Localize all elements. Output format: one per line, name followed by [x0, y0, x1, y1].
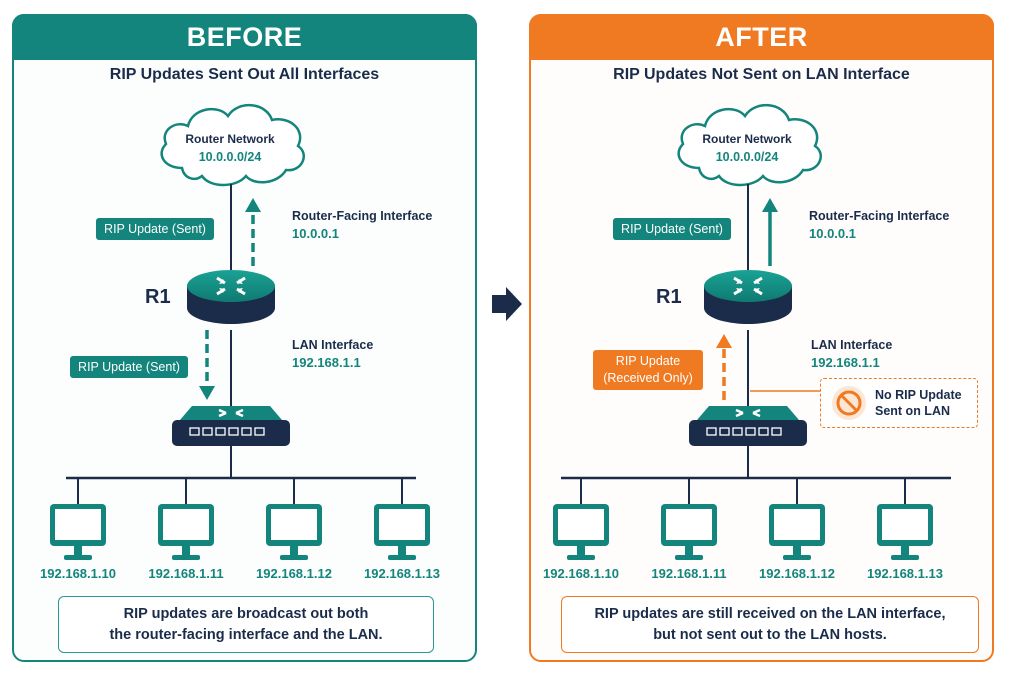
- monitor-icon: [50, 504, 106, 560]
- after-diagram: [553, 103, 951, 560]
- host-ip: 192.168.1.10: [543, 566, 619, 581]
- switch-icon: [689, 406, 807, 446]
- monitor-icon: [877, 504, 933, 560]
- cloud-icon: [677, 103, 822, 187]
- caption-line-1: RIP updates are broadcast out both: [123, 606, 369, 622]
- rip-update-sent-down-label: RIP Update (Sent): [70, 356, 188, 378]
- interface-name: Router-Facing Interface: [809, 209, 950, 223]
- host-ip: 192.168.1.11: [651, 566, 727, 581]
- host-ip: 192.168.1.12: [759, 566, 835, 581]
- router-label: R1: [145, 286, 171, 308]
- host-ip: 192.168.1.12: [256, 566, 332, 581]
- cloud-label: Router Network 10.0.0.0/24: [170, 132, 290, 164]
- cloud-icon: [160, 103, 305, 187]
- received-label-line-1: RIP Update: [615, 354, 681, 368]
- no-rip-update-callout: No RIP Update Sent on LAN: [820, 378, 978, 428]
- monitor-icon: [158, 504, 214, 560]
- monitor-icon: [374, 504, 430, 560]
- rip-up-arrow: [762, 198, 778, 266]
- router-label: R1: [656, 286, 682, 308]
- caption-line-1: RIP updates are still received on the LA…: [594, 606, 946, 622]
- host-ip: 192.168.1.10: [40, 566, 116, 581]
- after-caption: RIP updates are still received on the LA…: [561, 596, 979, 653]
- before-banner: BEFORE: [12, 14, 477, 60]
- host-ip: 192.168.1.13: [867, 566, 943, 581]
- warning-text: No RIP Update Sent on LAN: [875, 387, 962, 419]
- router-facing-interface: Router-Facing Interface 10.0.0.1: [809, 208, 949, 242]
- caption-line-2: but not sent out to the LAN hosts.: [653, 627, 887, 643]
- cloud-ip: 10.0.0.0/24: [715, 150, 779, 164]
- prohibited-icon: [832, 386, 866, 420]
- lan-interface: LAN Interface 192.168.1.1: [292, 337, 373, 371]
- cloud-label: Router Network 10.0.0.0/24: [687, 132, 807, 164]
- interface-name: Router-Facing Interface: [292, 209, 433, 223]
- after-subtitle: RIP Updates Not Sent on LAN Interface: [613, 66, 910, 83]
- monitor-icon: [553, 504, 609, 560]
- host-ip: 192.168.1.11: [148, 566, 224, 581]
- cloud-ip: 10.0.0.0/24: [198, 150, 262, 164]
- switch-icon: [172, 406, 290, 446]
- before-panel: BEFORE RIP Updates Sent Out All Interfac…: [12, 14, 477, 662]
- rip-update-sent-label: RIP Update (Sent): [613, 218, 731, 240]
- host-ip: 192.168.1.13: [364, 566, 440, 581]
- before-subtitle: RIP Updates Sent Out All Interfaces: [109, 66, 380, 83]
- router-facing-interface: Router-Facing Interface 10.0.0.1: [292, 208, 432, 242]
- cloud-name: Router Network: [702, 132, 792, 146]
- interface-ip: 192.168.1.1: [292, 355, 361, 370]
- interface-ip: 10.0.0.1: [809, 226, 856, 241]
- rip-up-arrow: [245, 198, 261, 266]
- received-label-line-2: (Received Only): [603, 371, 693, 385]
- rip-down-arrow: [199, 330, 215, 400]
- rip-update-sent-label: RIP Update (Sent): [96, 218, 214, 240]
- monitor-icon: [266, 504, 322, 560]
- after-banner: AFTER: [529, 14, 994, 60]
- warning-line-1: No RIP Update: [875, 388, 962, 402]
- rip-update-received-label: RIP Update (Received Only): [593, 350, 703, 390]
- router-icon: [704, 270, 792, 324]
- interface-ip: 192.168.1.1: [811, 355, 880, 370]
- monitor-icon: [661, 504, 717, 560]
- cloud-name: Router Network: [185, 132, 275, 146]
- lan-interface: LAN Interface 192.168.1.1: [811, 337, 892, 371]
- interface-name: LAN Interface: [811, 338, 893, 352]
- rip-received-arrow: [716, 334, 732, 400]
- arrow-right-icon: [492, 287, 522, 321]
- after-panel: AFTER RIP Updates Not Sent on LAN Interf…: [529, 14, 994, 662]
- warning-line-2: Sent on LAN: [875, 404, 950, 418]
- interface-ip: 10.0.0.1: [292, 226, 339, 241]
- caption-line-2: the router-facing interface and the LAN.: [109, 627, 383, 643]
- before-caption: RIP updates are broadcast out both the r…: [58, 596, 434, 653]
- router-icon: [187, 270, 275, 324]
- before-diagram: [50, 103, 430, 560]
- monitor-icon: [769, 504, 825, 560]
- interface-name: LAN Interface: [292, 338, 374, 352]
